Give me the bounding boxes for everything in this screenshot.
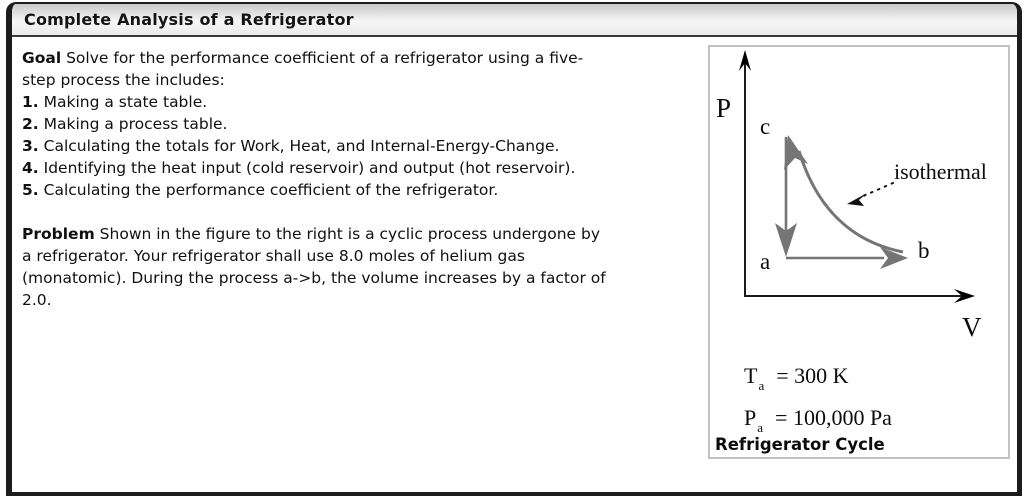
pv-diagram-svg: P V c a b isothermal [716, 50, 987, 342]
step-number: 3. [22, 137, 39, 155]
window-titlebar: Complete Analysis of a Refrigerator [12, 4, 1017, 37]
step-text: Making a state table. [43, 93, 208, 111]
point-c-label: c [760, 114, 770, 139]
step-number: 4. [22, 159, 39, 177]
v-axis-label: V [962, 312, 982, 342]
goal-step-1: 1. Making a state table. [22, 91, 702, 113]
curve-arrow-icon [784, 135, 808, 170]
content-area: Goal Solve for the performance coefficie… [12, 37, 1017, 492]
pv-diagram-figure: P V c a b isothermal Ta = 300 K Pa = 100,0… [708, 45, 1010, 459]
isothermal-pointer-dotted-line [860, 182, 894, 198]
temperature-equation: Ta = 300 K [744, 363, 849, 393]
eq-value: = 100,000 Pa [775, 405, 892, 430]
point-b-label: b [918, 238, 930, 263]
isothermal-pointer-arrow-icon [847, 193, 867, 206]
step-text: Calculating the totals for Work, Heat, a… [43, 137, 560, 155]
step-number: 2. [22, 115, 39, 133]
goal-label: Goal [22, 49, 62, 67]
problem-label: Problem [22, 225, 95, 243]
step-number: 5. [22, 181, 39, 199]
step-text: Making a process table. [43, 115, 228, 133]
problem-text-block: Goal Solve for the performance coefficie… [22, 47, 702, 311]
eq-base: P [744, 405, 757, 430]
goal-intro-text: Solve for the performance coefficient of… [66, 49, 584, 67]
p-axis-label: P [716, 93, 731, 123]
right-arrow-icon [880, 247, 908, 269]
problem-line-2: a refrigerator. Your refrigerator shall … [22, 247, 525, 265]
problem-line-1: Problem Shown in the figure to the right… [22, 223, 702, 245]
pressure-equation: Pa = 100,000 Pa [744, 405, 892, 435]
isothermal-curve [797, 150, 904, 254]
step-text: Identifying the heat input (cold reservo… [43, 159, 576, 177]
window-title: Complete Analysis of a Refrigerator [24, 10, 354, 29]
goal-line-1: Goal Solve for the performance coefficie… [22, 47, 702, 69]
eq-value: = 300 K [776, 363, 849, 388]
goal-step-3: 3. Calculating the totals for Work, Heat… [22, 135, 702, 157]
figure-caption: Refrigerator Cycle [715, 435, 885, 454]
analysis-window: Complete Analysis of a Refrigerator Goal… [6, 2, 1022, 496]
goal-line-2: step process the includes: [22, 71, 225, 89]
v-axis-arrow-icon [954, 289, 975, 303]
p-axis-arrow-icon [739, 50, 751, 71]
step-text: Calculating the performance coefficient … [43, 181, 499, 199]
problem-line-3: (monatomic). During the process a->b, th… [22, 269, 606, 287]
eq-subscript: a [758, 378, 765, 393]
down-arrow-icon [775, 223, 797, 257]
isothermal-label: isothermal [894, 159, 987, 184]
point-a-label: a [760, 249, 770, 274]
eq-subscript: a [757, 420, 764, 435]
eq-base: T [744, 363, 758, 388]
problem-text: Shown in the figure to the right is a cy… [99, 225, 601, 243]
goal-step-2: 2. Making a process table. [22, 113, 702, 135]
spacer [22, 201, 702, 223]
goal-step-4: 4. Identifying the heat input (cold rese… [22, 157, 702, 179]
step-number: 1. [22, 93, 39, 111]
problem-line-4: 2.0. [22, 291, 52, 309]
goal-step-5: 5. Calculating the performance coefficie… [22, 179, 702, 201]
